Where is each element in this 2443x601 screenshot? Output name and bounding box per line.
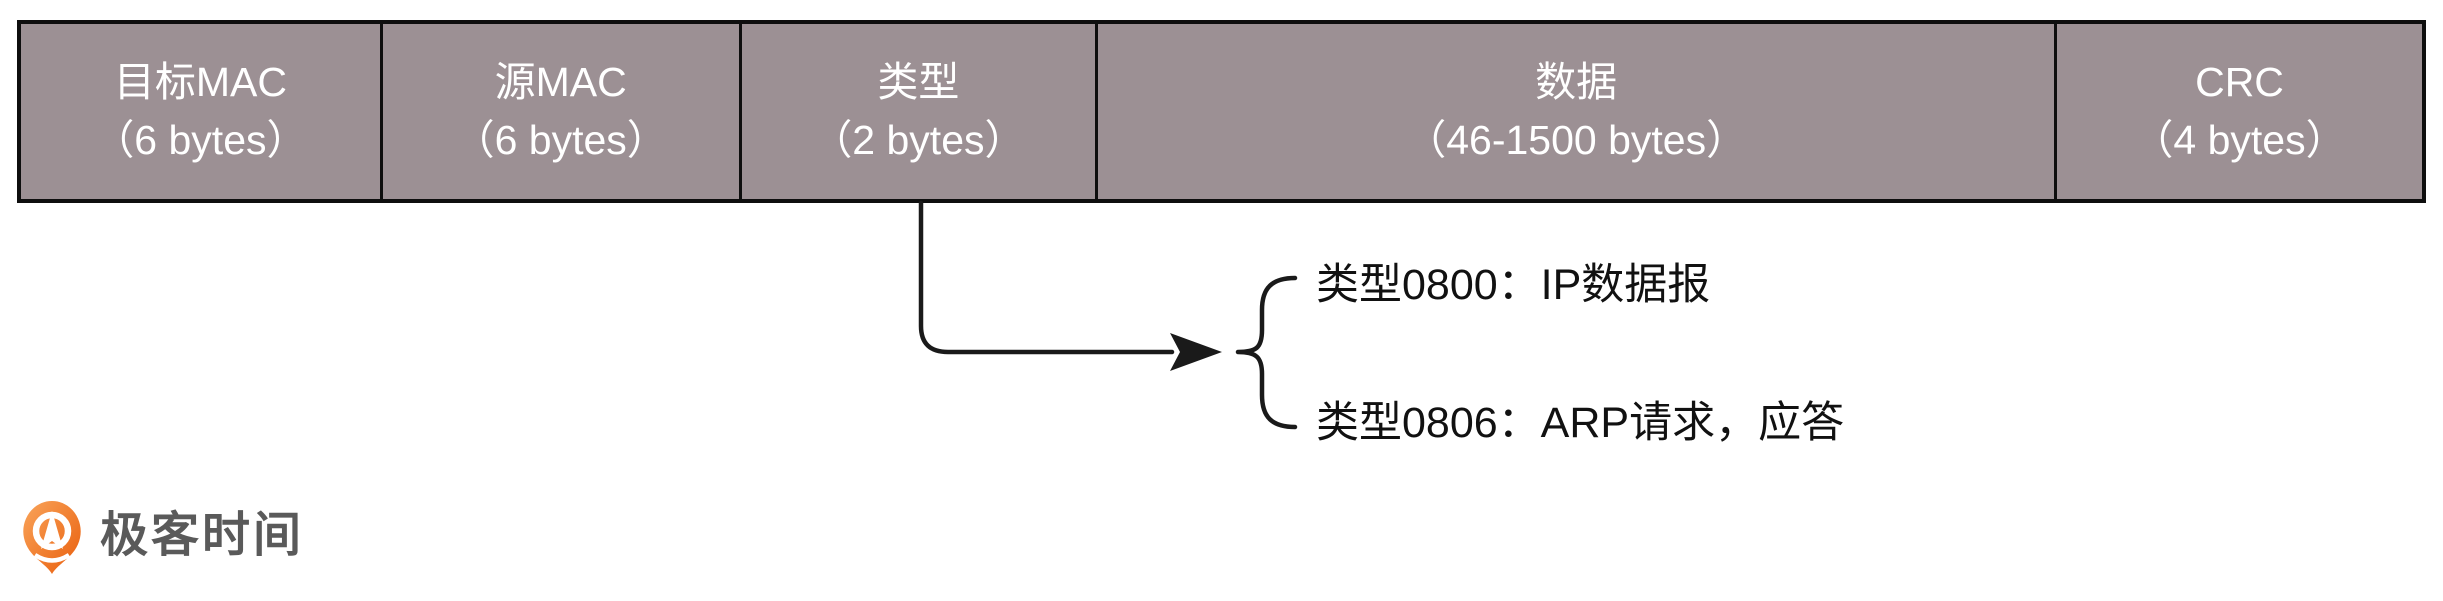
frame-cell-crc: CRC （4 bytes） bbox=[2057, 24, 2422, 199]
geektime-logo-text: 极客时间 bbox=[100, 509, 305, 562]
annotation-type-0800: 类型0800：IP数据报 bbox=[1316, 261, 1711, 309]
cell-size: （46-1500 bytes） bbox=[1405, 116, 1748, 163]
cell-size: （4 bytes） bbox=[2132, 116, 2347, 163]
geektime-logo: 极客时间 bbox=[20, 497, 304, 575]
frame-cell-data: 数据 （46-1500 bytes） bbox=[1098, 24, 2058, 199]
annotation-type-0806: 类型0806：ARP请求，应答 bbox=[1316, 399, 1845, 447]
cell-label: CRC bbox=[2195, 59, 2284, 106]
cell-size: （6 bytes） bbox=[453, 116, 668, 163]
frame-cell-dest-mac: 目标MAC （6 bytes） bbox=[21, 24, 383, 199]
curly-brace-icon bbox=[1235, 275, 1298, 430]
cell-size: （2 bytes） bbox=[811, 116, 1026, 163]
cell-size: （6 bytes） bbox=[93, 116, 308, 163]
type-pointer-arrowhead-icon bbox=[1170, 333, 1222, 371]
cell-label: 目标MAC bbox=[113, 59, 287, 106]
cell-label: 源MAC bbox=[494, 59, 627, 106]
geektime-pin-icon bbox=[23, 501, 81, 574]
frame-cell-type: 类型 （2 bytes） bbox=[741, 24, 1099, 199]
frame-cell-src-mac: 源MAC （6 bytes） bbox=[382, 24, 742, 199]
type-pointer-arrow-line bbox=[918, 200, 1175, 355]
cell-label: 数据 bbox=[1535, 59, 1618, 106]
cell-label: 类型 bbox=[877, 59, 960, 106]
ethernet-frame-table: 目标MAC （6 bytes） 源MAC （6 bytes） 类型 （2 byt… bbox=[17, 20, 2426, 203]
